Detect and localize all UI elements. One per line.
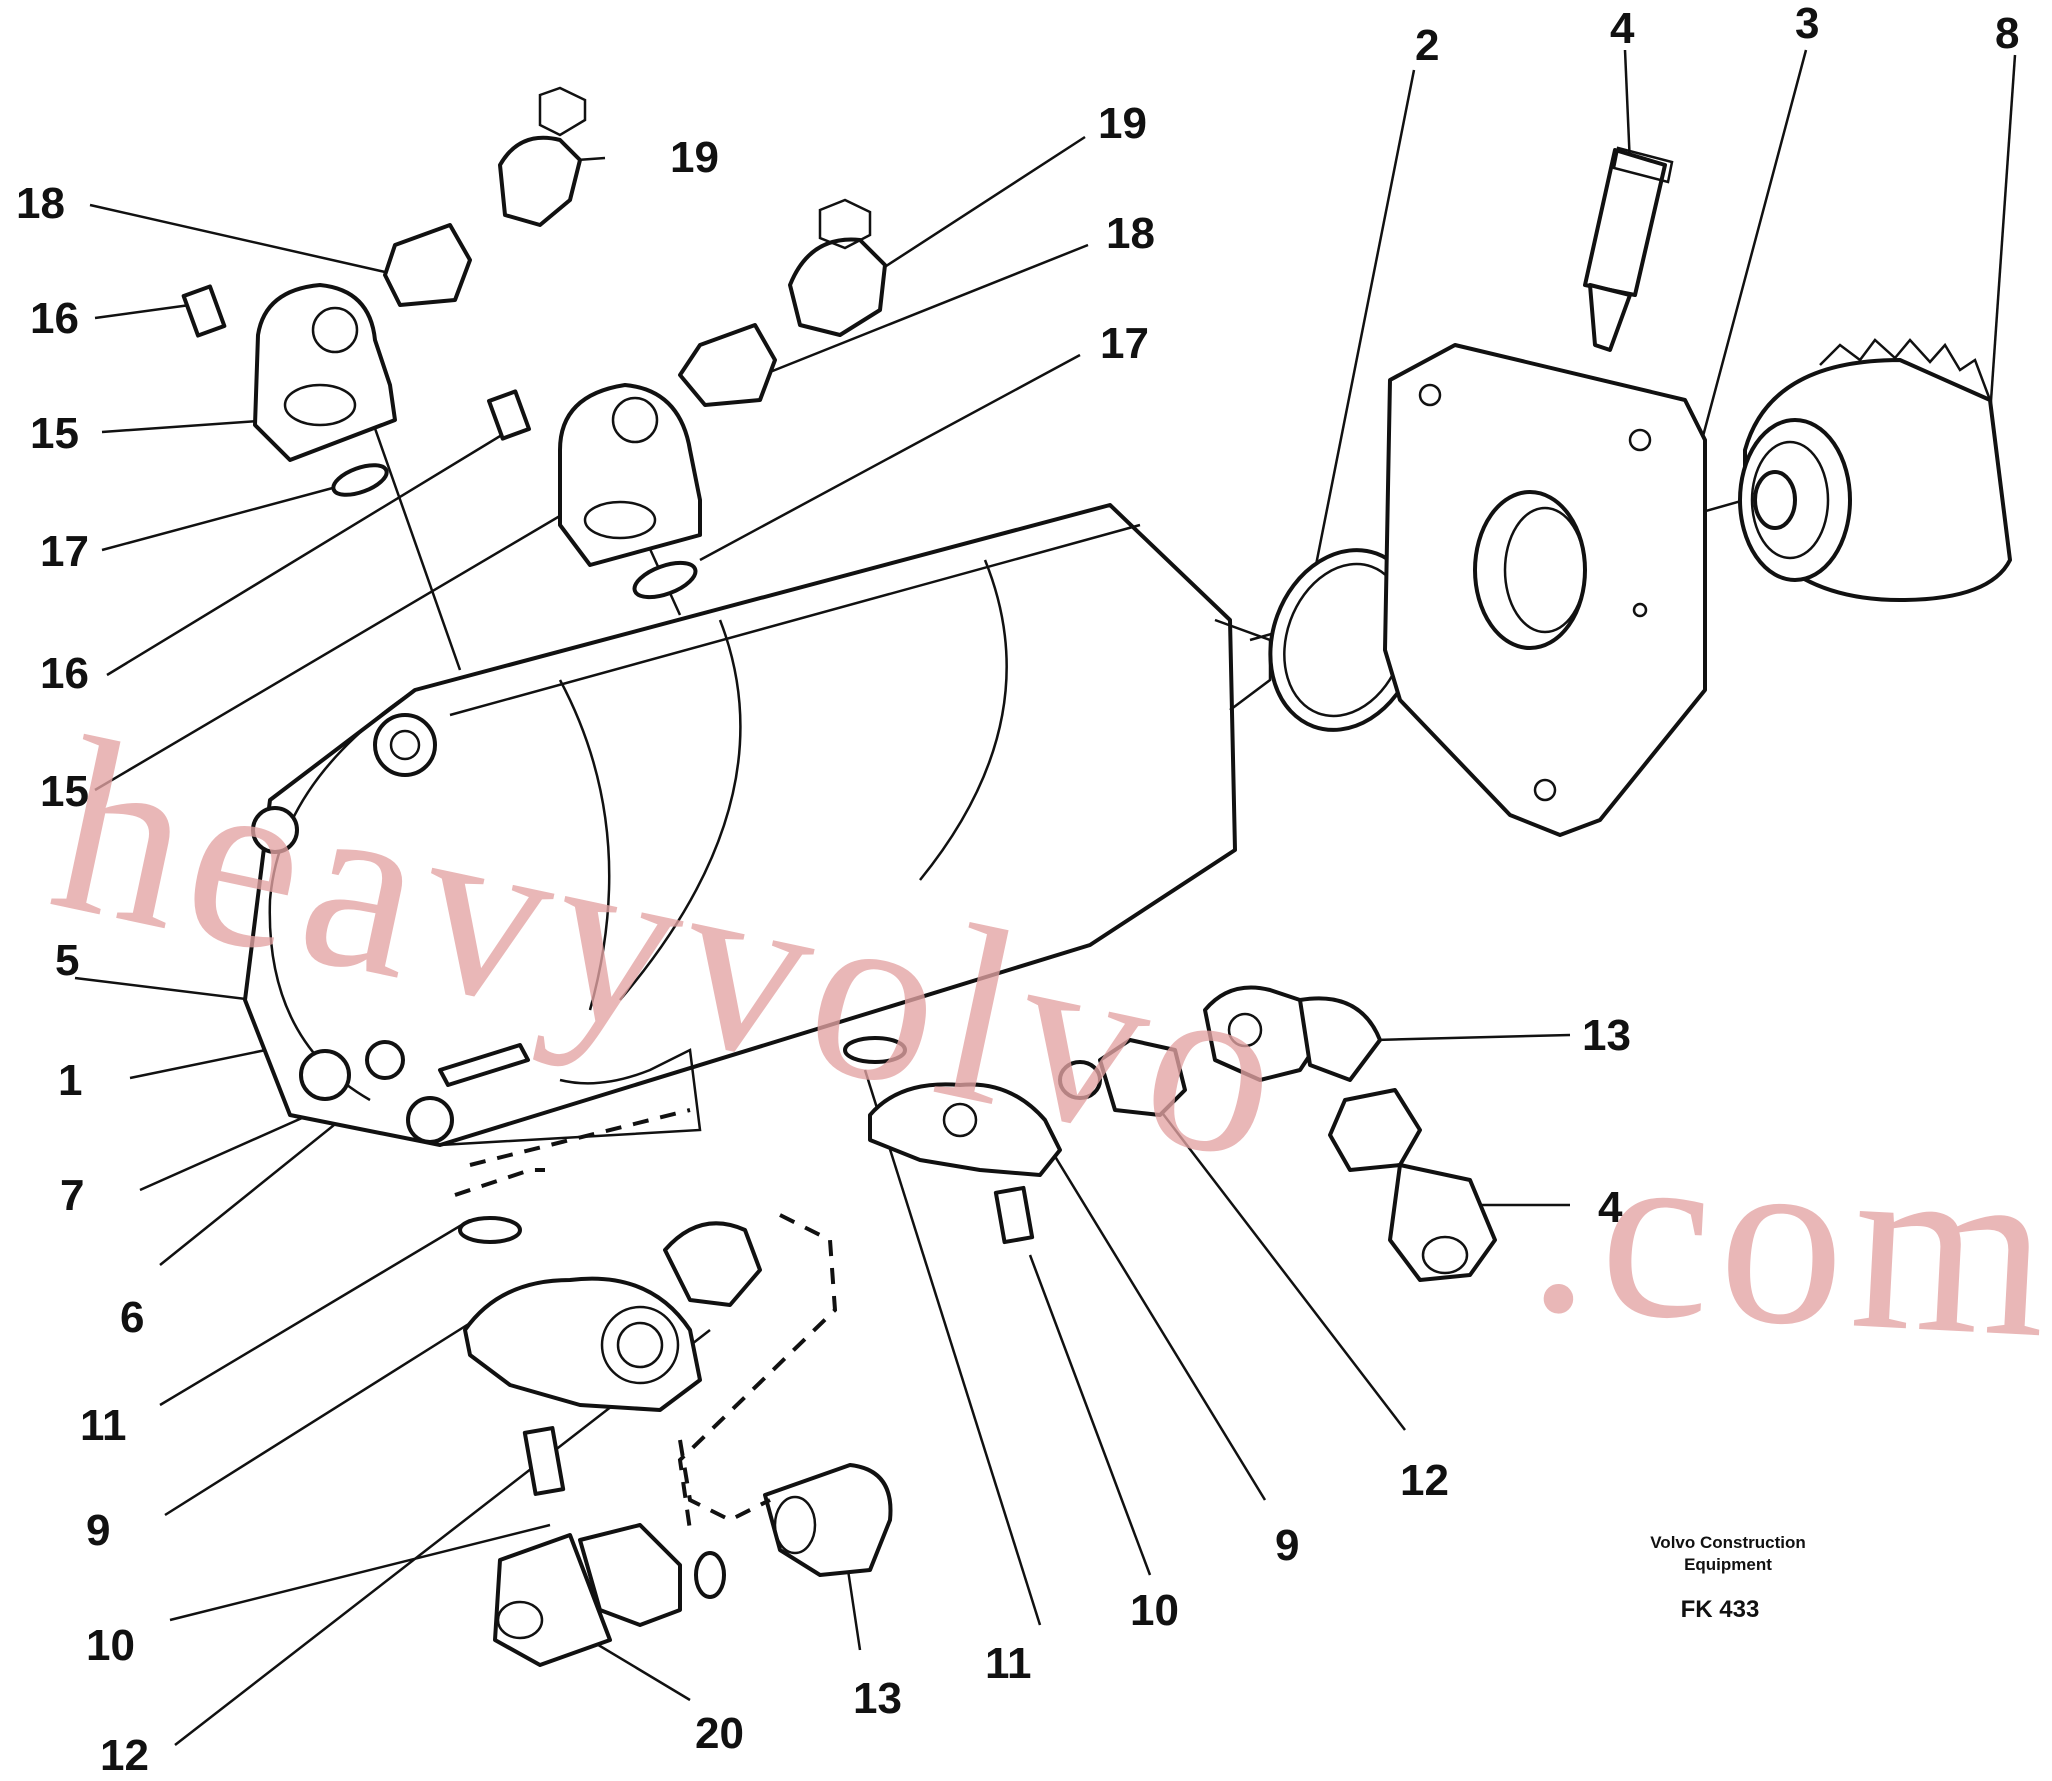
callout-9-left: 9 [86,1506,110,1555]
callout-19-left: 19 [670,133,719,182]
callout-5: 5 [55,936,79,985]
flange-plate-3 [1383,343,1707,837]
caption: Volvo Construction Equipment FK 433 [1650,1533,1806,1623]
callout-18-middle: 18 [1106,209,1155,258]
fitting-group-middle [487,198,887,600]
callout-9-bottom: 9 [1275,1521,1299,1570]
callout-10-bottom: 10 [1130,1586,1179,1635]
fitting-group-lower-left [454,1168,893,1667]
fitting-group-left [181,86,587,497]
callout-10-left: 10 [86,1621,135,1670]
callout-15-middle: 15 [40,767,89,816]
callout-12-left: 12 [100,1731,149,1780]
plug-4-top [1583,146,1674,352]
callout-7: 7 [60,1171,84,1220]
pump-body [243,503,1272,1167]
callout-17-middle: 17 [1100,319,1149,368]
callout-1: 1 [58,1056,82,1105]
callout-20: 20 [695,1709,744,1758]
callout-13-bottom: 13 [853,1674,902,1723]
callout-11-bottom: 11 [985,1639,1032,1688]
callout-16-middle: 16 [40,649,89,698]
callout-13-right: 13 [1582,1011,1631,1060]
callout-18-left: 18 [16,179,65,228]
callout-8: 8 [1995,9,2019,58]
caption-company: Volvo Construction [1650,1533,1806,1552]
caption-figure-code: FK 433 [1681,1596,1760,1623]
gear-coupling-8 [1738,338,2012,602]
callout-4-top: 4 [1610,4,1635,53]
fitting-group-lower-right [843,985,1497,1282]
callout-6: 6 [120,1293,144,1342]
caption-equipment: Equipment [1684,1555,1772,1574]
callout-4-right: 4 [1598,1183,1623,1232]
callout-15-left: 15 [30,409,79,458]
callout-2: 2 [1415,21,1439,70]
callout-labels: 18 19 16 15 17 16 15 19 18 17 2 4 3 8 5 … [16,0,2019,1780]
callout-16-left: 16 [30,294,79,343]
callout-3: 3 [1795,0,1819,48]
callout-17-left: 17 [40,527,89,576]
watermark-domain-text: .com [1524,1087,2052,1391]
callout-12-bottom: 12 [1400,1456,1449,1505]
callout-11-left: 11 [80,1401,127,1450]
callout-19-middle: 19 [1098,99,1147,148]
